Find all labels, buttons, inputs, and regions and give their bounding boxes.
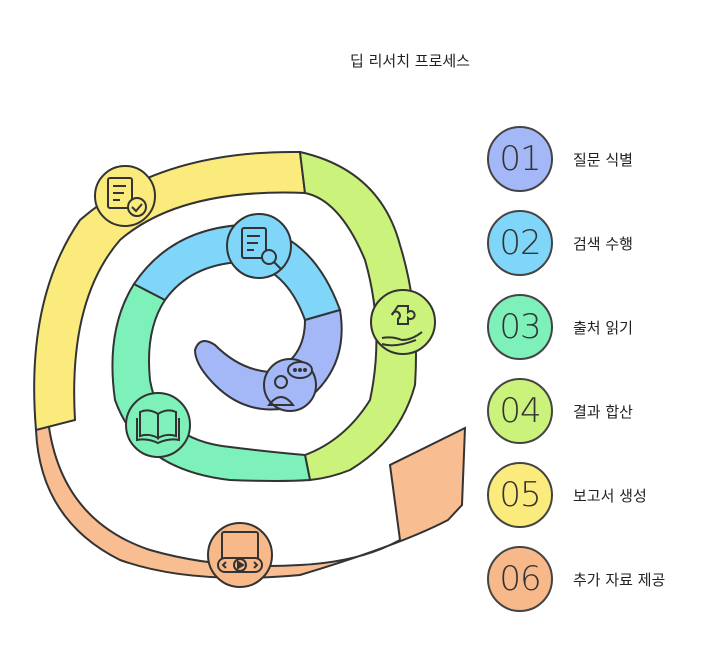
document-check-icon [94, 165, 156, 227]
document-search-icon [226, 213, 292, 279]
step-number-circle: 05 [487, 462, 553, 528]
video-play-icon [207, 522, 273, 588]
step-number-circle: 04 [487, 378, 553, 444]
step-row-04: 04 결과 합산 [487, 378, 633, 444]
step-row-05: 05 보고서 생성 [487, 462, 647, 528]
puzzle-hand-icon [370, 289, 436, 355]
step-row-01: 01 질문 식별 [487, 126, 633, 192]
open-book-icon [125, 392, 191, 458]
step-row-02: 02 검색 수행 [487, 210, 633, 276]
diagram-title: 딥 리서치 프로세스 [350, 52, 470, 70]
step-label: 검색 수행 [573, 234, 633, 253]
spiral-segment-06 [34, 418, 467, 579]
step-label: 출처 읽기 [573, 318, 633, 337]
step-number-circle: 02 [487, 210, 553, 276]
step-number-circle: 06 [487, 546, 553, 612]
step-number-circle: 03 [487, 294, 553, 360]
spiral-segment-04 [298, 150, 417, 482]
step-row-03: 03 출처 읽기 [487, 294, 633, 360]
question-person-icon [263, 358, 317, 412]
step-label: 질문 식별 [573, 150, 633, 169]
step-label: 보고서 생성 [573, 486, 647, 505]
step-label: 추가 자료 제공 [573, 570, 666, 589]
step-row-06: 06 추가 자료 제공 [487, 546, 665, 612]
step-number-circle: 01 [487, 126, 553, 192]
step-label: 결과 합산 [573, 402, 633, 421]
